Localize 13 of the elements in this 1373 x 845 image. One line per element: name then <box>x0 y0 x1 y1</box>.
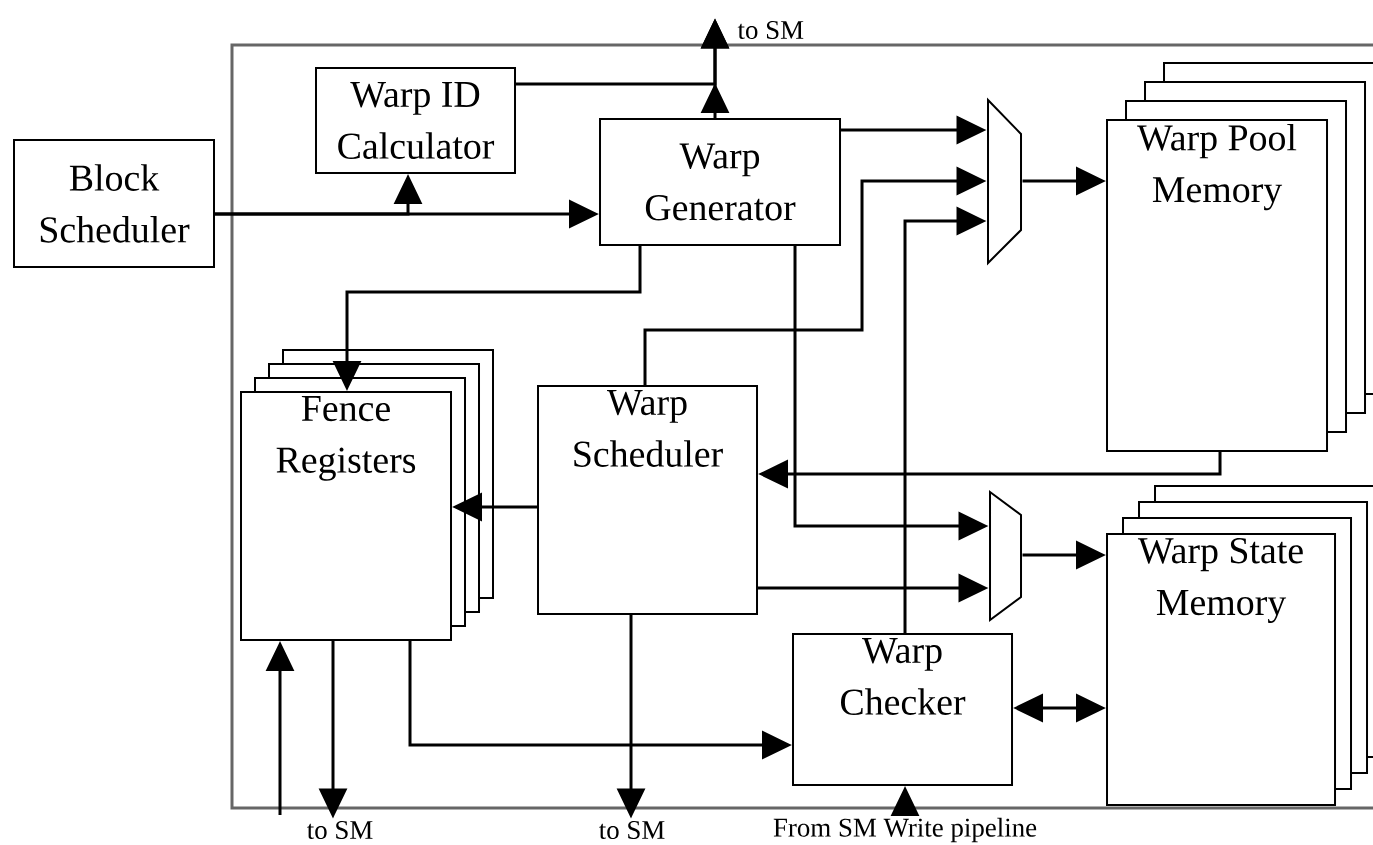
frame <box>230 43 1373 810</box>
process-box: Warp Scheduler <box>537 385 758 615</box>
port-label: to SM <box>737 20 804 40</box>
process-box: Warp Generator <box>599 118 841 246</box>
port-label: to SM <box>599 820 665 840</box>
stacked-memory-box: Warp Pool Memory <box>1106 62 1373 452</box>
process-box: Block Scheduler <box>13 139 215 268</box>
process-box: Warp Checker <box>792 633 1013 786</box>
stacked-memory-box: Warp State Memory <box>1106 485 1373 806</box>
port-label: From SM Write pipeline <box>773 817 1037 843</box>
stacked-memory-box: Fence Registers <box>240 349 494 641</box>
port-label: to SM <box>307 820 373 840</box>
process-box: Warp ID Calculator <box>315 67 516 174</box>
